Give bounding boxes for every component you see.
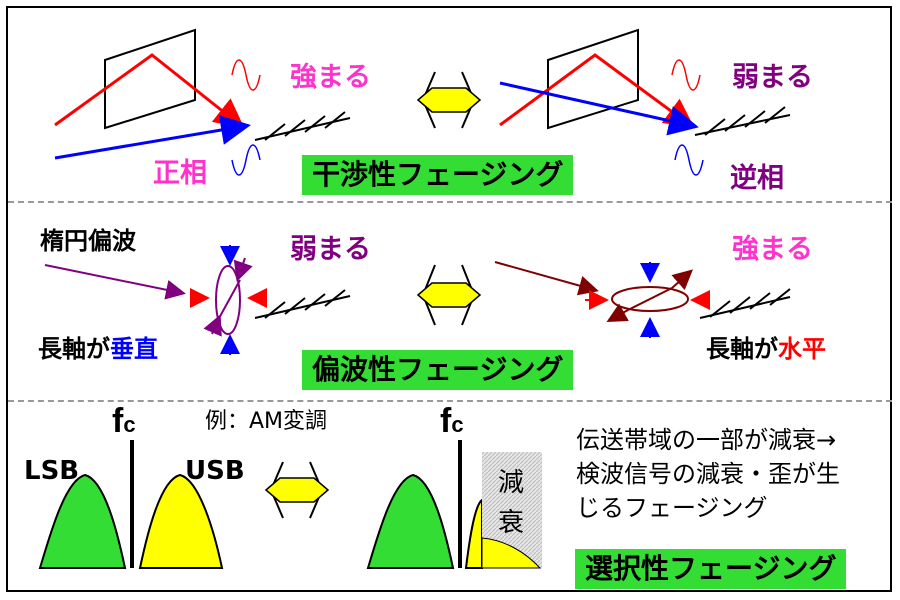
fc-symbol: f — [440, 402, 452, 440]
ground-hatch — [254, 289, 351, 319]
incoming-wave-arrow — [494, 261, 599, 296]
am-example-label: 例：AM変調 — [205, 409, 328, 434]
sine-wave-blue — [674, 144, 704, 176]
ground-hatch — [694, 106, 791, 136]
ground-hatch — [699, 288, 791, 319]
polarization-right-scene — [494, 261, 791, 338]
anti-phase-label: 逆相 — [730, 163, 784, 194]
section-divider-2 — [8, 400, 892, 402]
usb-label: USB — [185, 456, 245, 486]
ionosphere-plate — [104, 28, 196, 130]
usb-lobe-attenuated-tail — [481, 537, 542, 569]
ellipse-axis — [217, 279, 241, 321]
usb-lobe-attenuated — [464, 498, 483, 569]
major-axis-horizontal-label: 長軸が水平 — [706, 337, 826, 361]
usb-lobe — [138, 473, 224, 569]
fc-subscript: c — [123, 412, 136, 437]
polarization-fading-title: 偏波性フェージング — [302, 350, 574, 390]
description-line-3: じるフェージング — [576, 494, 768, 522]
polarization-left-scene — [44, 245, 351, 355]
horizontal-word: 水平 — [778, 335, 826, 363]
lsb-lobe — [366, 473, 455, 569]
interference-strengthen-label: 強まる — [290, 62, 371, 93]
ionosphere-plate — [547, 28, 639, 130]
sine-wave-red — [231, 59, 261, 91]
major-axis-vertical-label: 長軸が垂直 — [38, 337, 158, 361]
interference-right-scene — [499, 28, 791, 176]
vertical-word: 垂直 — [110, 335, 158, 363]
axis-prefix: 長軸が — [706, 335, 778, 363]
fc-label-right: fc — [440, 404, 464, 438]
spectrum-left — [38, 440, 224, 569]
attenuation-char-2: 衰 — [498, 508, 525, 538]
fc-label-left: fc — [112, 404, 136, 438]
section-divider-1 — [8, 201, 892, 203]
attenuation-char-1: 減 — [498, 468, 525, 498]
interference-weaken-label: 弱まる — [732, 62, 813, 93]
selective-fading-title: 選択性フェージング — [575, 549, 847, 589]
description-line-1: 伝送帯域の一部が減衰→ — [576, 426, 837, 454]
fc-symbol: f — [112, 402, 124, 440]
lsb-label: LSB — [24, 456, 80, 486]
fc-subscript: c — [451, 412, 464, 437]
compare-hex-3 — [264, 461, 330, 519]
ground-hatch — [254, 111, 351, 141]
interference-fading-title: 干渉性フェージング — [302, 155, 574, 195]
lsb-lobe — [38, 473, 127, 569]
ellipse-axis — [627, 287, 673, 311]
polarization-strengthen-label: 強まる — [732, 234, 813, 265]
polarization-weaken-label: 弱まる — [290, 234, 371, 265]
sine-wave-red — [671, 59, 701, 91]
sky-wave-ray — [499, 53, 695, 129]
sine-wave-blue — [231, 144, 261, 176]
spectrum-right — [366, 440, 542, 569]
compare-hex-1 — [416, 71, 482, 129]
incoming-wave-arrow — [44, 264, 186, 300]
in-phase-label: 正相 — [153, 158, 207, 189]
axis-prefix: 長軸が — [38, 335, 110, 363]
interference-left-scene — [54, 28, 351, 176]
ground-wave-ray — [54, 115, 251, 160]
ground-wave-ray — [499, 81, 699, 136]
polarization-ellipse — [611, 286, 689, 312]
description-line-2: 検波信号の減衰・歪が生 — [576, 460, 840, 488]
outer-frame — [6, 6, 892, 592]
sky-wave-ray — [54, 53, 245, 129]
elliptical-polarization-label: 楕円偏波 — [40, 227, 136, 255]
compare-hex-2 — [416, 264, 482, 326]
